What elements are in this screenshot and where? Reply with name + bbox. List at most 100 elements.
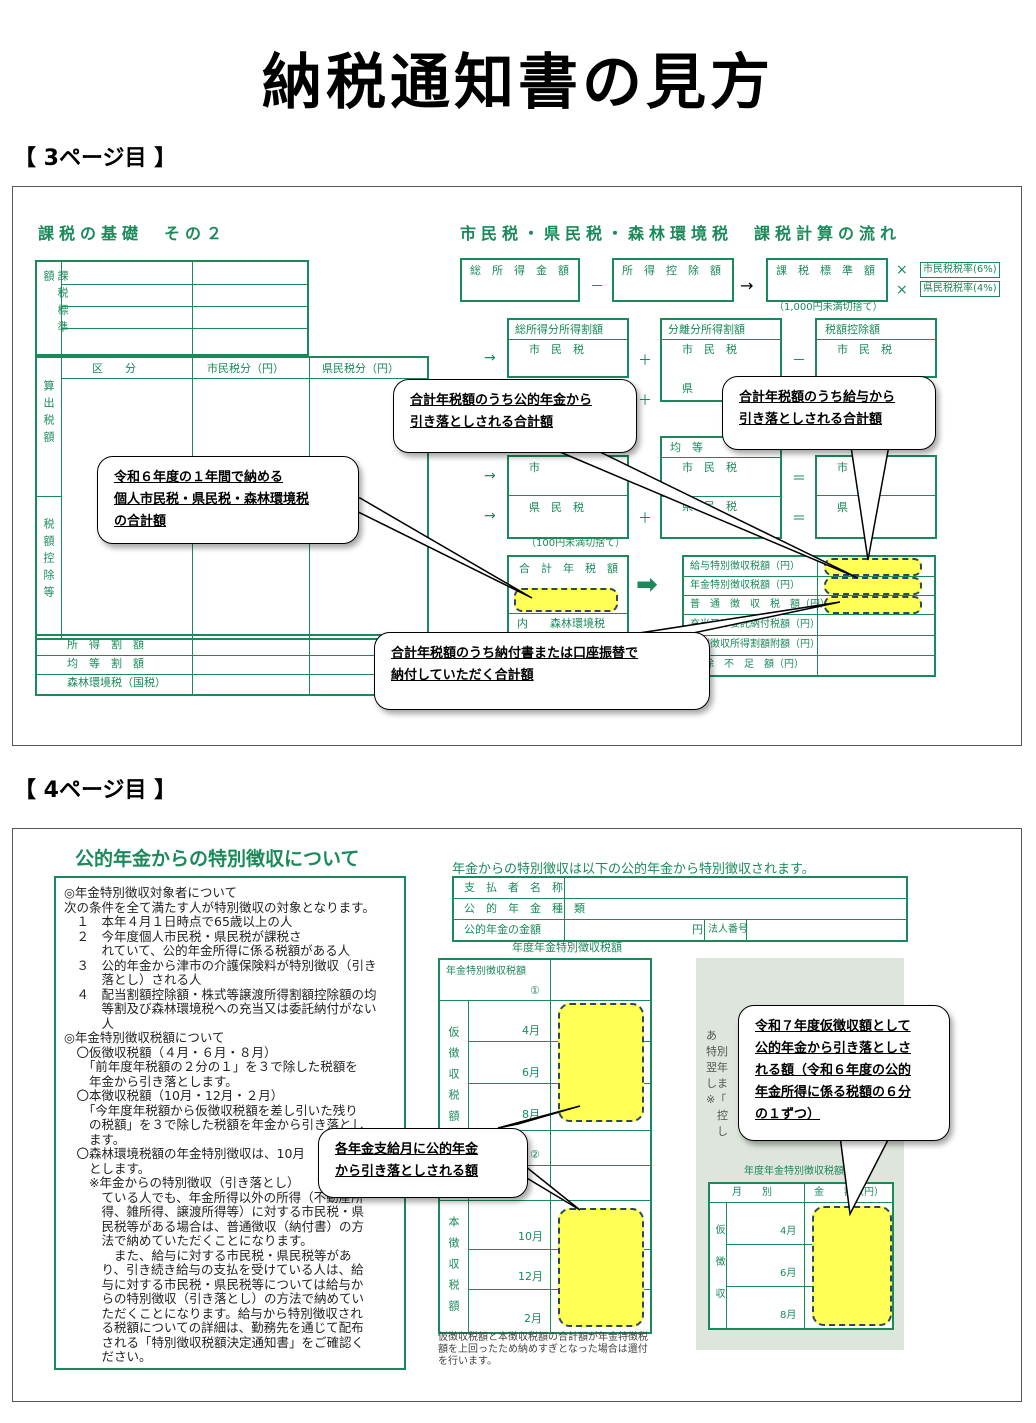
month-hon-2: 12月 — [518, 1270, 543, 1283]
small-month-3: 8月 — [780, 1310, 797, 1321]
plus-sign: ＋ — [638, 353, 652, 369]
koujo-label: 税額控除等 — [42, 518, 55, 603]
month-hon-1: 10月 — [518, 1230, 543, 1243]
left-text-line: ただくことになります。給与から特別徴収され — [64, 1305, 363, 1321]
ken-label: 県 — [682, 382, 693, 395]
left-text-line: 得、雑所得、譲渡所得等）に対する市民税・県 — [64, 1204, 365, 1219]
page3-left-header: 課税の基礎 その２ — [38, 224, 228, 243]
kazei-hyoujun-flow-box: 課 税 標 準 額 — [766, 258, 888, 302]
left-text-line: ３ 公的年金から津市の介護保険料が特別徴収（引き — [64, 957, 377, 973]
kari-highlight — [558, 1003, 644, 1122]
circle-2: ② — [530, 1148, 540, 1161]
left-text-line: また、給与に対する市民税・県民税等があ — [64, 1247, 352, 1263]
month-kari-2: 6月 — [522, 1066, 540, 1079]
left-text-list: ◎年金特別徴収対象者について次の条件を全て満たす人が特別徴収の対象となります。 … — [64, 885, 402, 1365]
minus-sign: － — [590, 279, 604, 295]
small-month-2: 6月 — [780, 1268, 797, 1279]
info-table: 支 払 者 名 称 公 的 年 金 種 類 公的年金の金額 円 法人番号 — [452, 876, 908, 942]
left-text-line: ◎年金特別徴収対象者について — [64, 885, 238, 900]
gray-text-line: 翌年 — [706, 1061, 728, 1074]
col-ken: 県民税分（円） — [322, 362, 399, 375]
hon-highlight — [558, 1208, 644, 1327]
shotoku-koujo-label: 所 得 控 除 額 — [622, 264, 721, 277]
equals-sign: ＝ — [792, 511, 806, 527]
left-text-line: らの特別徴収（引き落とし）の方法で納めてい — [64, 1291, 365, 1306]
gray-text-line: 控 — [706, 1109, 728, 1122]
left-text-line: 与に対する市民税・県民税等については給与か — [64, 1276, 364, 1292]
left-text-line: １ 本年４月１日時点で65歳以上の人 — [64, 914, 293, 929]
month-hon-3: 2月 — [524, 1312, 542, 1325]
minus-sign: － — [792, 353, 806, 369]
left-text-box: ◎年金特別徴収対象者について次の条件を全て満たす人が特別徴収の対象となります。 … — [54, 876, 406, 1370]
left-text-line: 民税等がある場合は、普通徴収（納付書）の方 — [64, 1218, 365, 1234]
fusoku-label: 除 不 足 額（円） — [704, 659, 804, 670]
left-text-line: 法で納めていただくことになります。 — [64, 1233, 313, 1248]
plus-sign: ＋ — [638, 393, 652, 409]
left-text-line: 「前年度年税額の２分の１」を３で除した税額を — [64, 1059, 358, 1074]
info-row-1: 支 払 者 名 称 — [464, 881, 563, 894]
col-shimin: 市民税分（円） — [207, 362, 284, 375]
left-text-line: 次の条件を全て満たす人が特別徴収の対象となります。 — [64, 899, 375, 915]
right-intro: 年金からの特別徴収は以下の公的年金から特別徴収されます。 — [452, 862, 815, 877]
bubble5-pointer-up — [497, 1105, 581, 1129]
arrow-icon: → — [484, 468, 496, 484]
kyuyo-label: 給与特別徴収税額（円） — [690, 561, 800, 572]
shotoku-koujo-box: 所 得 控 除 額 — [612, 258, 734, 302]
footnote: 仮徴収税額と本徴収税額の合計額が年金特徴税額を上回ったため納めすぎとなった場合は… — [438, 1332, 648, 1367]
gray-text-line: ※「 — [706, 1093, 727, 1106]
equals-sign: ＝ — [792, 471, 806, 487]
shimin-label: 市 民 税 — [529, 343, 584, 356]
sanshutsu-table: 算出税額 税額控除等 区 分 市民税分（円） 県民税分（円） — [35, 356, 429, 640]
kazei-hyoujun-box: 課税標準額 — [35, 260, 309, 356]
info-row-2: 公 的 年 金 種 類 — [464, 902, 585, 915]
shimin-short: 市 — [837, 461, 848, 474]
round-100-note: （100円未満切捨て） — [526, 538, 626, 549]
bottom-row-1: 所 得 割 額 — [67, 638, 144, 651]
page3-frame — [12, 186, 1022, 746]
left-text-line: ださい。 — [64, 1349, 152, 1364]
kyuyo-highlight — [824, 558, 922, 576]
callout-bubble-1: 令和６年度の１年間で納める 個人市民税・県民税・森林環境税 の合計額 — [97, 456, 359, 544]
ken-label: 県 民 税 — [529, 501, 584, 514]
arrow-icon: → — [484, 350, 496, 366]
right-arrow-icon: ➡ — [636, 570, 658, 600]
arrow-icon: → — [740, 276, 754, 295]
left-text-line: 〇本徴収税額（10月・12月・２月） — [64, 1088, 284, 1103]
shinrin-label: 内 森林環境税 — [517, 617, 605, 630]
left-text-line: 人 — [64, 1015, 115, 1031]
shimin-label: 市 民 税 — [682, 343, 737, 356]
bunri-wari-label: 分離分所得割額 — [668, 323, 745, 336]
round-1000-note: （1,000円未満切捨て） — [774, 302, 883, 313]
soshotoku-label: 総 所 得 金 額 — [470, 264, 569, 277]
bottom-row-2: 均 等 割 額 — [67, 657, 144, 670]
soshotoku-wari-box: 総所得分所得割額 市 民 税 — [507, 318, 629, 378]
page3-callout-pointers — [329, 439, 891, 641]
left-text-line: ４ 配当割額控除額・株式等譲渡所得割額控除額の均 — [64, 986, 377, 1002]
gray-text-line: しま — [706, 1077, 728, 1090]
small-kari-label: 仮徴収 — [713, 1224, 724, 1320]
small-table-title: 年度年金特別徴収税額 — [744, 1166, 844, 1177]
left-text-line: の税額」を３で除した税額を年金から引き落とし — [64, 1117, 365, 1132]
month-kari-1: 4月 — [522, 1024, 540, 1037]
col-kubun: 区 分 — [92, 362, 136, 375]
shimin-short: 市 — [529, 461, 540, 474]
left-text-line: 等割及び森林環境税への充当又は委託納付がない — [64, 1001, 377, 1016]
page-title: 納税通知書の見方 — [262, 48, 774, 118]
left-text-line: 〇仮徴収税額（４月・６月・８月） — [64, 1044, 277, 1060]
left-text-line: る税額についての詳細は、勤務先を通じて配布 — [64, 1320, 364, 1335]
table-title: 年度年金特別徴収税額 — [512, 941, 622, 954]
gray-text-list: あ特別翌年しま※「 控 し — [706, 1028, 728, 1140]
futsu-label: 普 通 徴 収 税 額（円） — [690, 599, 830, 610]
shimin-label: 市 民 税 — [682, 461, 737, 474]
kazei-hyoujun-flow-label: 課 税 標 準 額 — [776, 264, 875, 277]
callout-bubble-4: 合計年税額のうち納付書または口座振替で 納付していただく合計額 — [374, 632, 710, 710]
bunri-wari-box: 分離分所得割額 市 民 税 県 — [660, 318, 782, 402]
arrow-icon: → — [484, 508, 496, 524]
bubble1-pointer — [329, 497, 533, 599]
rate-shimin: 市民税税率(6%) — [920, 262, 1000, 278]
page3-right-header: 市民税・県民税・森林環境税 課税計算の流れ — [460, 224, 902, 243]
yen-label: 円 — [692, 923, 703, 936]
page4-label: 【 4ページ目 】 — [14, 778, 177, 803]
times-sign: × — [896, 262, 908, 278]
left-text-line: ２ 今年度個人市民税・県民税が課税さ — [64, 928, 302, 944]
